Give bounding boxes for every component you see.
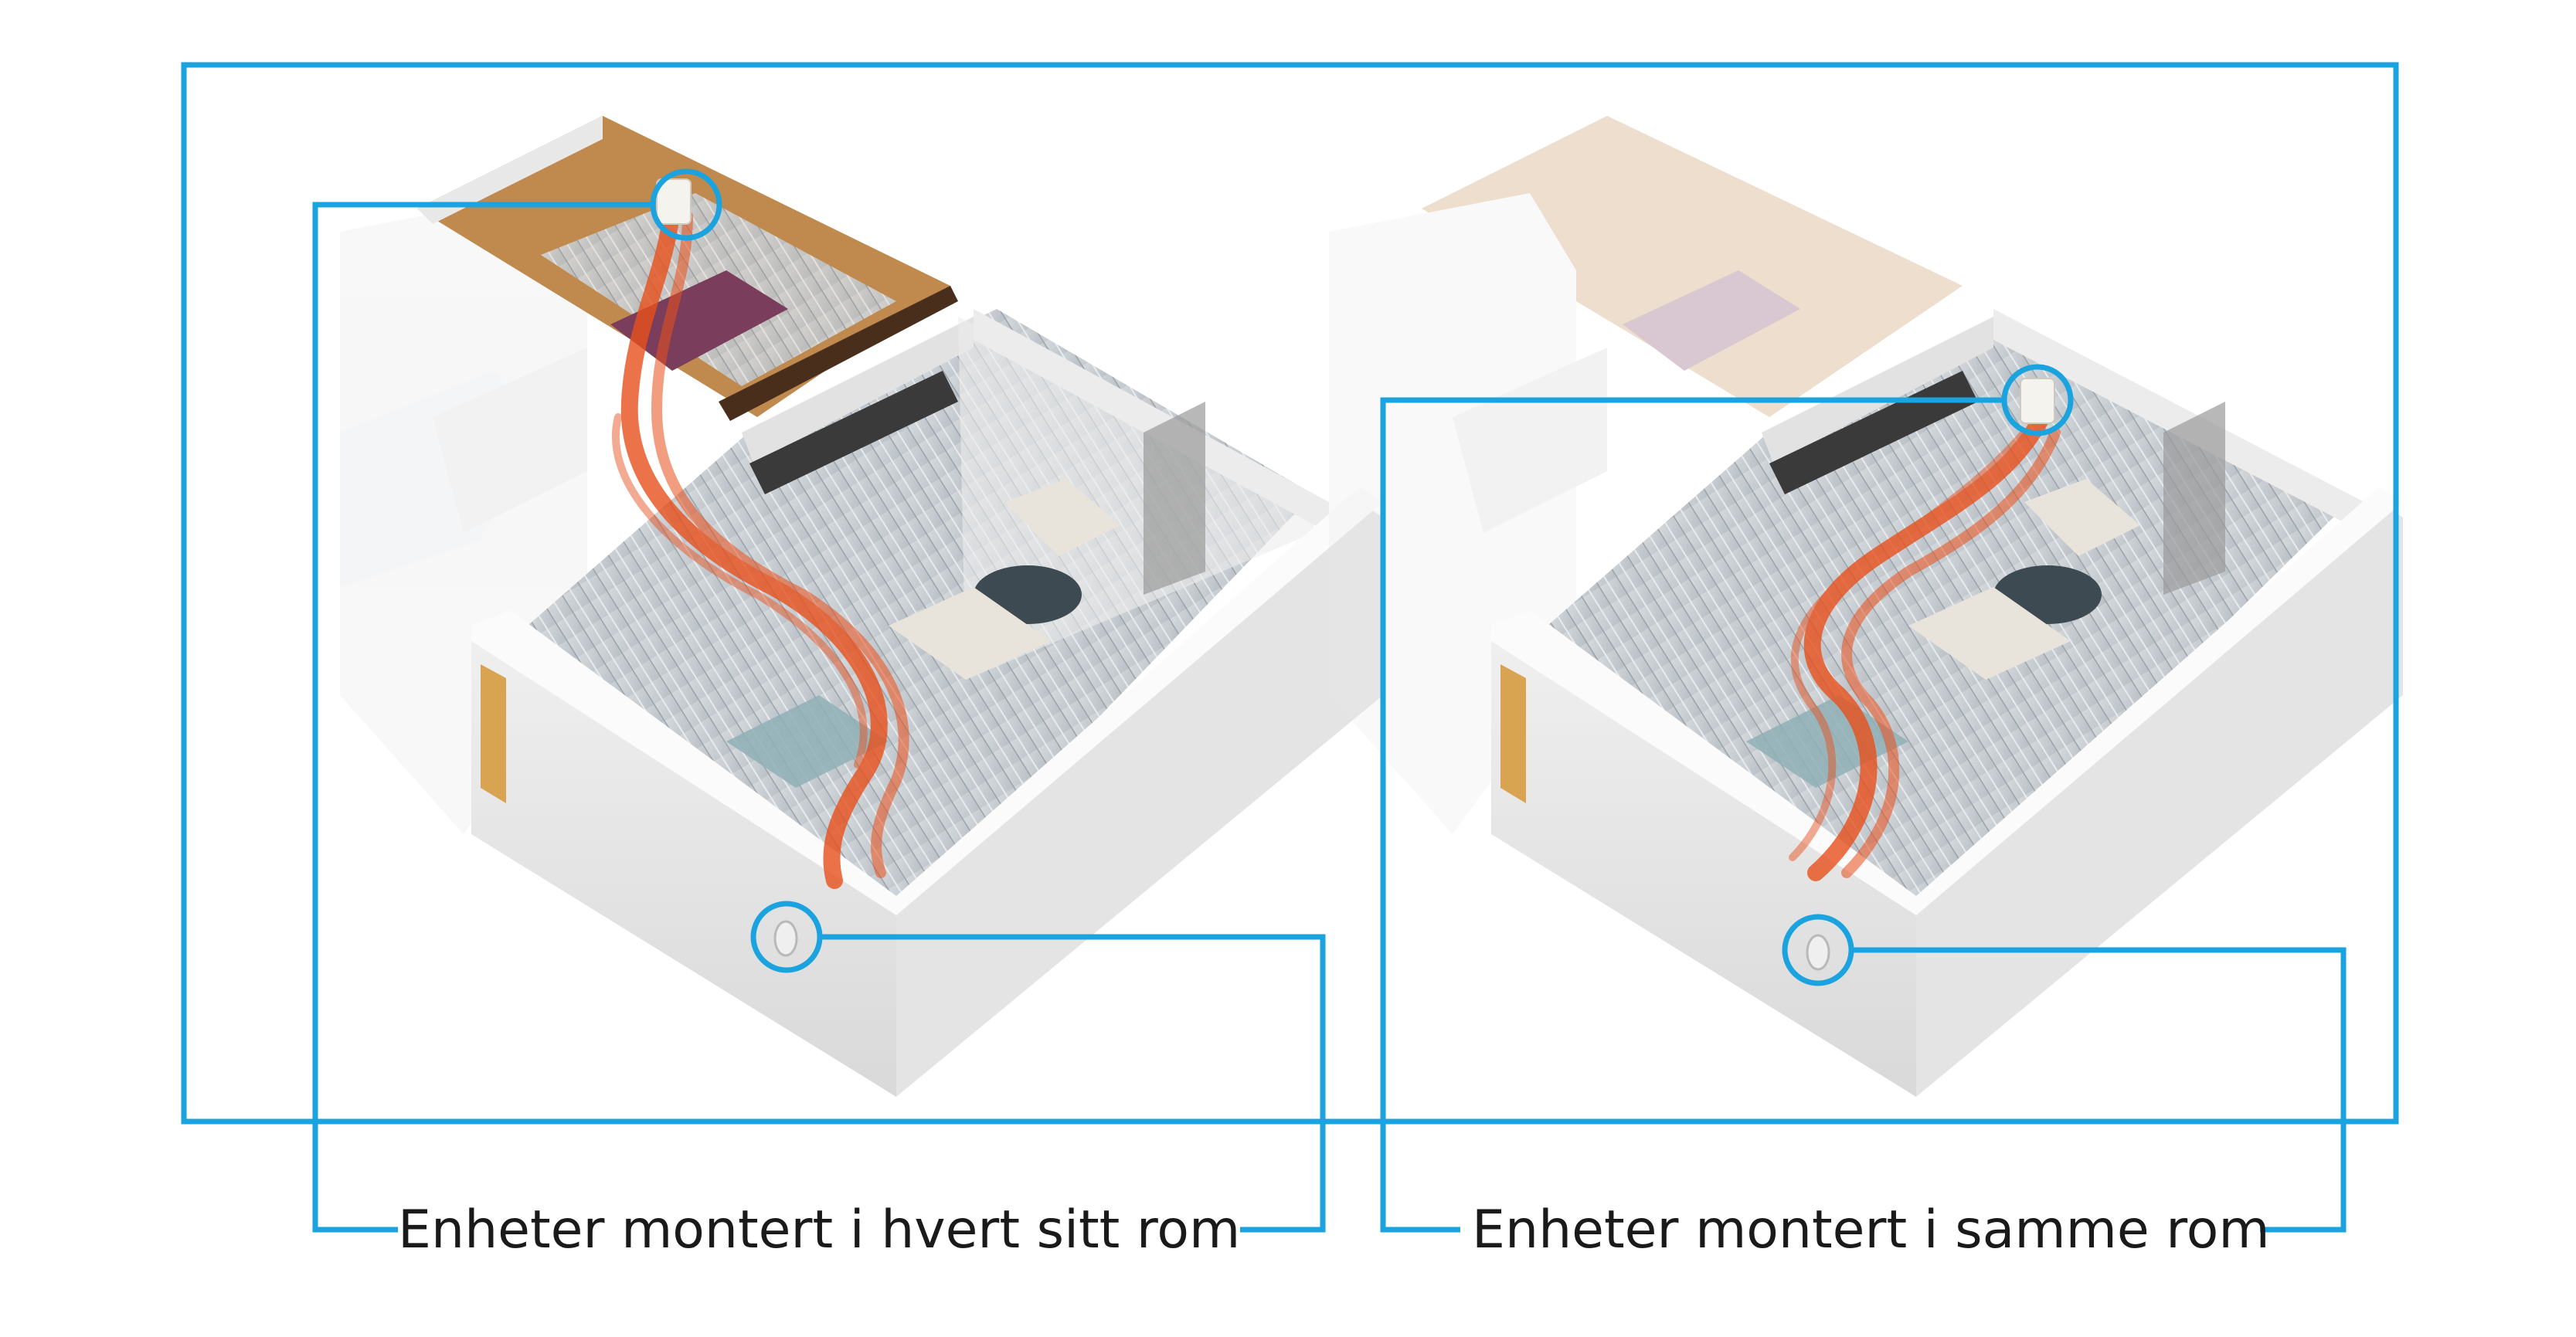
indoor-unit-icon — [2020, 378, 2055, 424]
bed — [610, 270, 788, 371]
left-outdoor-leader — [820, 934, 1326, 1233]
left-indoor-leader — [312, 202, 653, 1233]
bedroom-floor-edge — [719, 286, 958, 421]
caption-separate-rooms: Enheter montert i hvert sitt rom — [398, 1200, 1241, 1261]
outer-wall-front-right — [896, 502, 1383, 1097]
outdoor-unit-icon — [1806, 934, 1830, 971]
indoor-unit-icon — [656, 178, 692, 225]
caption-same-room: Enheter montert i samme rom — [1472, 1200, 2270, 1261]
house-separate-rooms — [340, 116, 1383, 1097]
callout-lines — [181, 62, 2399, 1233]
faded-bedroom — [1329, 116, 1963, 834]
door — [1500, 664, 1526, 803]
airflow-icon — [611, 200, 909, 889]
right-outdoor-leader — [1851, 947, 2347, 1233]
right-indoor-leader — [1380, 397, 2004, 1233]
airflow-icon — [1789, 412, 2061, 881]
outer-frame — [181, 62, 2399, 1125]
outer-wall-front-left — [471, 626, 896, 1097]
furniture — [726, 371, 1205, 788]
furniture — [1746, 371, 2225, 788]
door — [481, 664, 506, 803]
outer-wall-front-left — [1491, 626, 1916, 1097]
outdoor-unit-icon — [773, 920, 798, 957]
